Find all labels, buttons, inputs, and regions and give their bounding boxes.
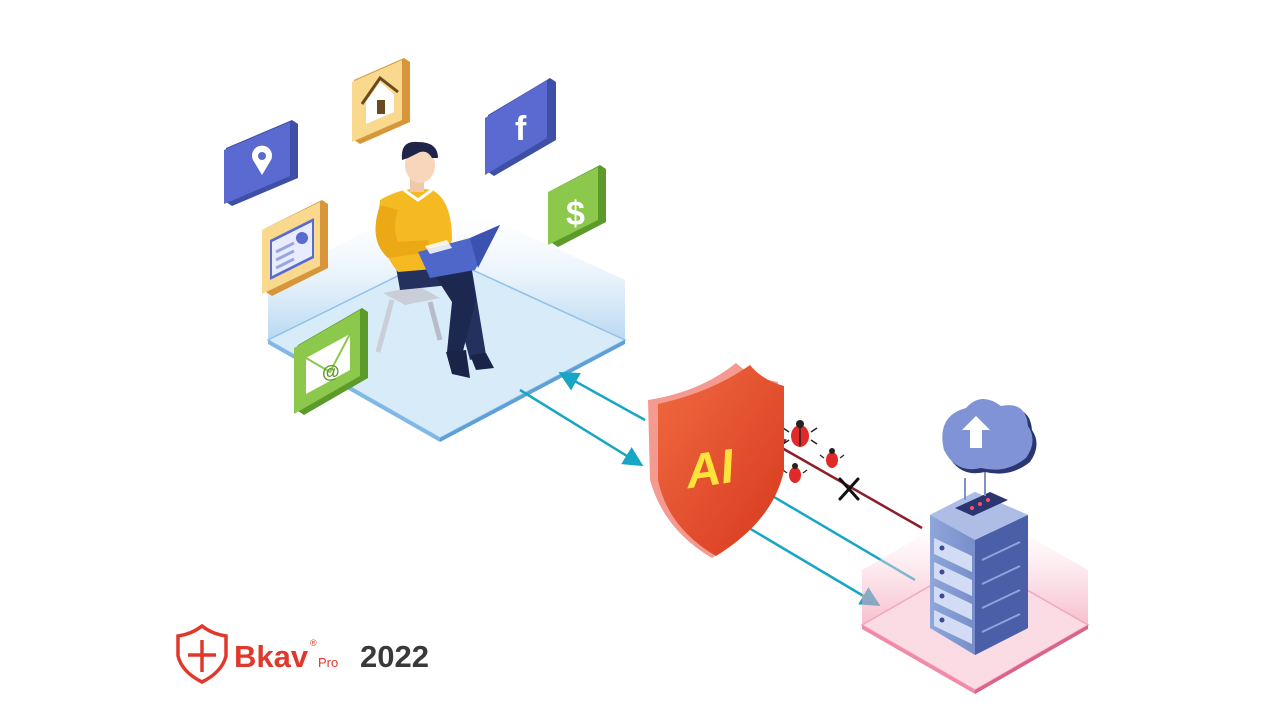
svg-text:$: $ [566,195,585,233]
home-icon [352,58,410,144]
arrow-user-to-shield [519,388,644,467]
brand-name: Bkav [234,639,309,674]
svg-text:f: f [515,110,527,148]
dollar-icon: $ [548,165,606,247]
server-rack [930,470,1028,655]
arrow-shield-to-user [558,372,646,422]
brand-logo: Bkav ® Pro 2022 [176,623,429,684]
facebook-icon: f [485,78,556,176]
person-with-laptop [375,141,500,378]
shield-label: AI [681,440,739,500]
brand-year: 2022 [360,639,429,674]
bug-icon [782,463,808,483]
location-pin-icon [224,120,298,206]
user-platform [266,195,627,442]
bkav-shield-icon [176,623,228,684]
blocked-x-icon [838,477,860,501]
chair [375,286,443,353]
bug-icon [819,448,845,468]
ai-shield: AI [648,363,784,558]
bug-icon [782,420,818,447]
brand-registered: ® [310,638,317,648]
profile-card-icon [262,200,328,296]
cloud-upload-icon [942,398,1037,474]
email-icon: @ [294,308,368,415]
brand-edition: Pro [318,655,338,670]
svg-text:@: @ [322,362,340,382]
